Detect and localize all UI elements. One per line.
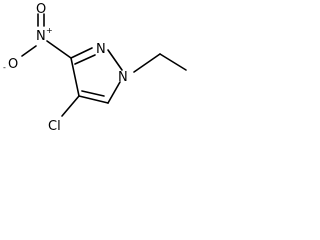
atom-labels: O O - N + N N Cl — [3, 2, 128, 134]
bond-n2-n1 — [107, 49, 123, 71]
atom-ring-nitrogen-2: N — [96, 42, 106, 57]
atom-oxygen-top: O — [36, 2, 46, 17]
bond-ch2-ch3 — [159, 53, 187, 71]
bond-c3-n2-a — [70, 47, 93, 59]
bond-c4-c3 — [70, 57, 80, 97]
structure-diagram: O O - N + N N Cl — [3, 2, 187, 134]
bonds — [21, 13, 187, 117]
charge-oxygen-left: - — [3, 63, 6, 72]
atom-nitro-nitrogen: N — [36, 29, 46, 44]
charge-nitro-nitrogen: + — [46, 26, 53, 35]
bond-n1-ch2 — [133, 53, 161, 73]
bond-nitro-n-o-left — [21, 45, 37, 57]
bond-c5-c4-a — [78, 95, 109, 104]
atom-oxygen-left: O — [8, 57, 18, 72]
bond-c5-c4-b — [81, 90, 105, 97]
atom-ring-nitrogen-1: N — [118, 70, 128, 85]
atom-chlorine: Cl — [48, 119, 61, 134]
bond-n1-c5 — [107, 81, 121, 104]
bond-c3-n2-b — [74, 54, 96, 65]
bond-c4-cl — [61, 95, 80, 117]
bond-nitro-n-c3 — [46, 40, 72, 59]
